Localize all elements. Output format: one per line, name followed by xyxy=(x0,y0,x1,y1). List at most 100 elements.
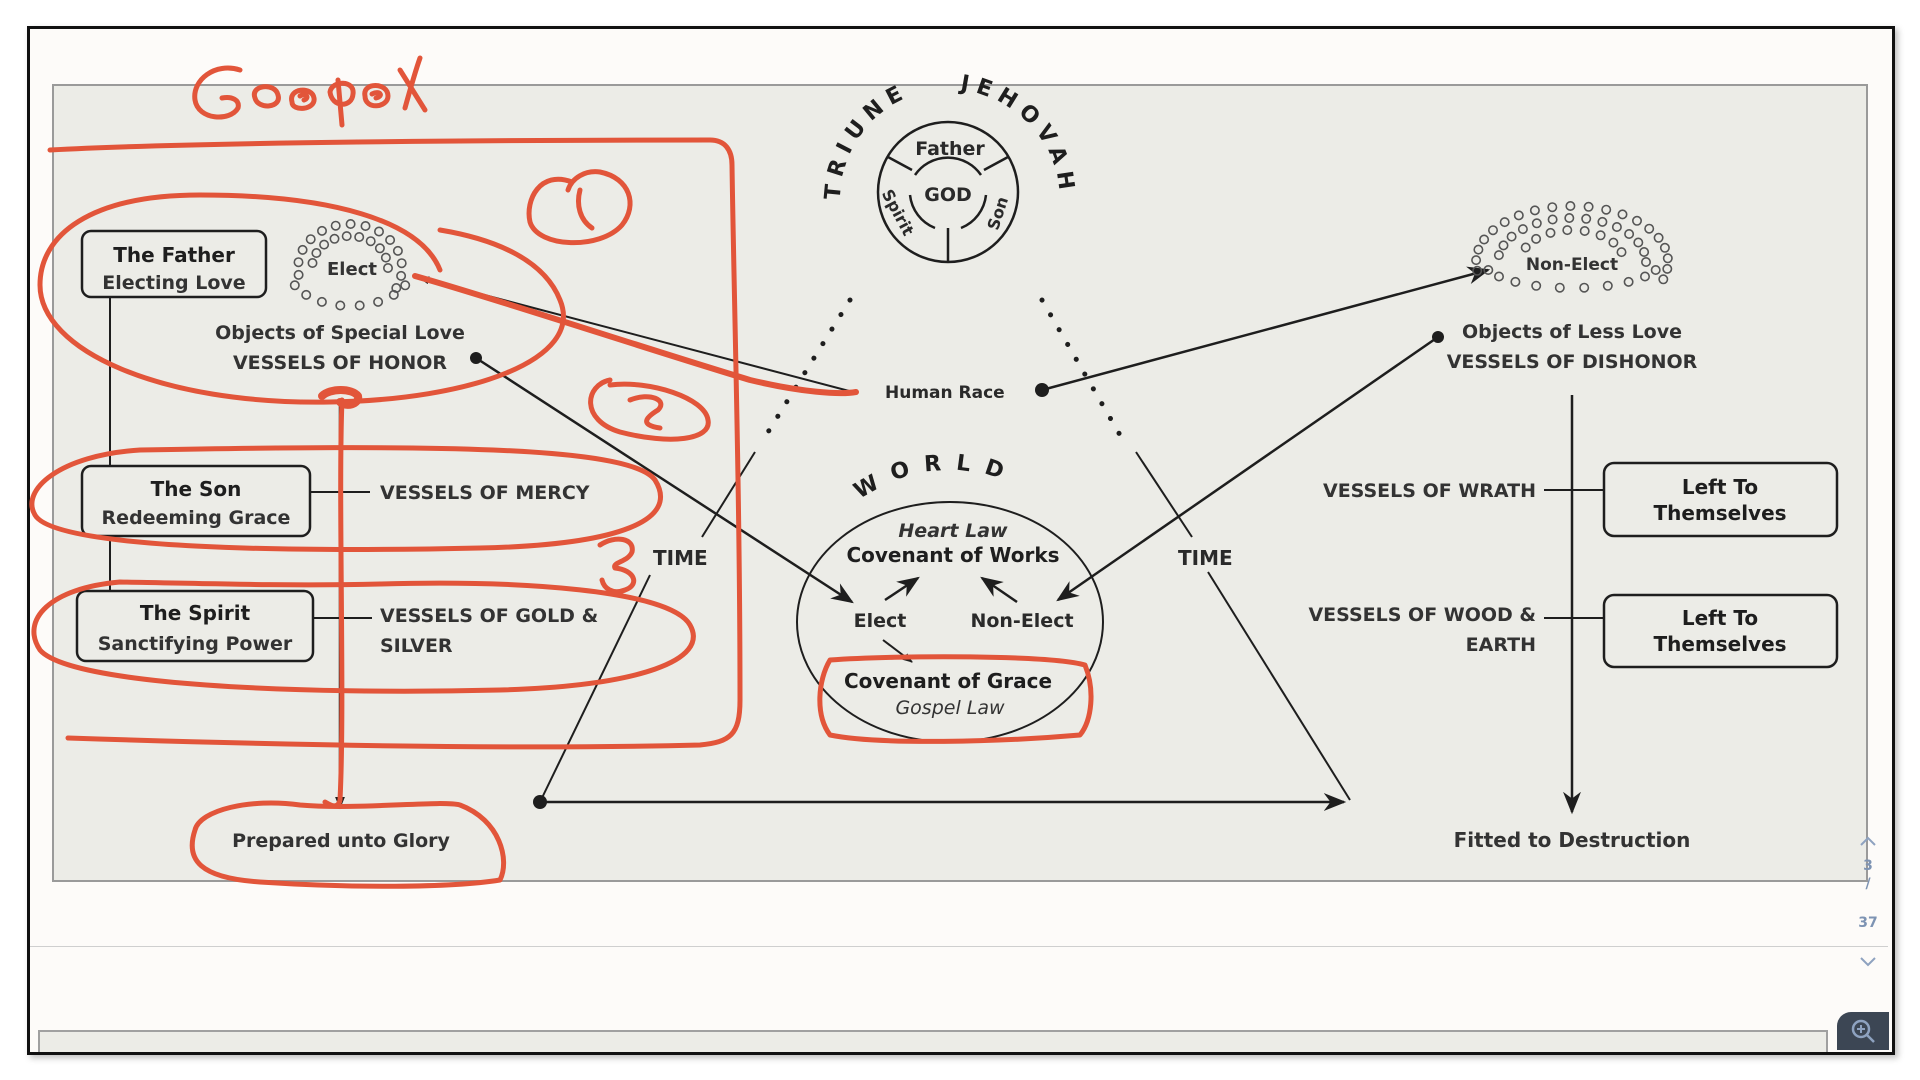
arrow-honor-to-world-elect xyxy=(475,356,854,604)
person-dot xyxy=(1510,276,1521,287)
trinity-inner-arc-right xyxy=(960,194,988,230)
person-dot xyxy=(1611,222,1622,233)
person-dot xyxy=(1579,282,1590,293)
annotation-circle-spirit xyxy=(31,579,696,694)
objects-special-love: Objects of Special Love xyxy=(215,322,465,344)
page-up-button[interactable] xyxy=(1850,835,1886,851)
person-dot xyxy=(1479,234,1490,245)
spirit-box xyxy=(75,589,315,663)
person-dot xyxy=(1640,271,1651,282)
arrow-human-race-to-non-elect xyxy=(1041,266,1491,392)
son-title: The Son xyxy=(151,477,242,501)
non-elect-dot-cluster xyxy=(1471,201,1673,293)
person-dot xyxy=(319,239,330,250)
person-dot xyxy=(1565,201,1576,212)
zoom-button[interactable] xyxy=(1837,1012,1889,1050)
annotation-gospel-bracket xyxy=(47,137,743,750)
person-dot xyxy=(1531,218,1542,229)
person-dot xyxy=(396,270,407,281)
left-box-2-line2: Themselves xyxy=(1653,632,1786,656)
gospel-law: Gospel Law xyxy=(895,697,1005,719)
person-dot xyxy=(335,300,346,311)
zoom-in-icon xyxy=(1851,1019,1875,1043)
person-dot xyxy=(316,225,327,236)
trinity-emblem xyxy=(876,120,1020,264)
left-box-1-line1: Left To xyxy=(1682,475,1758,499)
vessels-of-dishonor: VESSELS OF DISHONOR xyxy=(1447,351,1698,373)
page-down-button[interactable] xyxy=(1850,955,1886,971)
person-dot xyxy=(1633,237,1644,248)
person-dot xyxy=(354,232,365,243)
person-dot xyxy=(1641,256,1652,267)
vessels-of-mercy: VESSELS OF MERCY xyxy=(380,482,590,504)
annotation-circle-glory xyxy=(189,800,507,889)
vessels-wood-line2: EARTH xyxy=(1466,634,1536,656)
person-dot xyxy=(374,243,385,254)
annotation-marker-2 xyxy=(588,377,711,442)
person-dot xyxy=(1659,242,1670,253)
person-dot xyxy=(1493,250,1504,261)
person-dot xyxy=(1506,231,1517,242)
trinity-father: Father xyxy=(915,138,985,160)
person-dot xyxy=(293,269,304,280)
page-current: 3 xyxy=(1863,858,1873,874)
chevron-up-icon xyxy=(1860,836,1876,846)
annotation-marker-1 xyxy=(526,169,633,246)
time-label-left: TIME xyxy=(653,546,708,570)
person-dot xyxy=(329,233,340,244)
person-dot xyxy=(1520,242,1531,253)
annotation-blob-top xyxy=(318,386,363,409)
covenant-of-grace: Covenant of Grace xyxy=(844,669,1052,693)
person-dot xyxy=(1547,202,1558,213)
person-dot xyxy=(1644,223,1655,234)
elect-dot-cluster xyxy=(289,219,411,311)
arrow-dishonor-to-world-non-elect xyxy=(1056,335,1439,602)
son-box xyxy=(80,464,312,538)
person-dot xyxy=(307,257,318,268)
person-dot xyxy=(1583,201,1594,212)
person-dot xyxy=(1547,214,1558,225)
time-label-right: TIME xyxy=(1178,546,1233,570)
person-dot xyxy=(330,220,341,231)
world-elect: Elect xyxy=(854,610,907,632)
trinity-god: GOD xyxy=(924,184,972,206)
time-line-left-upper xyxy=(701,451,756,538)
person-dot xyxy=(1554,282,1565,293)
person-dot xyxy=(301,289,312,300)
person-dot xyxy=(1597,216,1608,227)
person-dot xyxy=(345,219,356,230)
annotation-marker-2-glyph xyxy=(627,394,664,431)
person-dot xyxy=(1662,263,1673,274)
chevron-down-icon xyxy=(1860,957,1876,967)
person-dot xyxy=(1658,274,1669,285)
person-dot xyxy=(1483,264,1494,275)
elect-cluster-label: Elect xyxy=(327,259,377,280)
person-dot xyxy=(373,226,384,237)
person-dot xyxy=(1471,255,1482,266)
vessels-gold-line1: VESSELS OF GOLD & xyxy=(380,605,598,627)
left-box-1-line2: Themselves xyxy=(1653,501,1786,525)
person-dot xyxy=(360,221,371,232)
person-dot xyxy=(1623,276,1634,287)
annotation-circle-son xyxy=(29,445,663,552)
father-title: The Father xyxy=(113,243,235,267)
son-subtitle: Redeeming Grace xyxy=(102,507,291,529)
person-dot xyxy=(1494,271,1505,282)
dotted-line-right xyxy=(1039,297,1123,438)
objects-less-love: Objects of Less Love xyxy=(1462,321,1682,343)
person-dot xyxy=(1595,230,1606,241)
person-dot xyxy=(341,231,352,242)
trinity-inner-arc-top xyxy=(913,156,983,176)
trinity-spoke-left xyxy=(887,155,913,172)
person-dot xyxy=(1653,232,1664,243)
annotation-circle-father xyxy=(37,192,566,405)
person-dot xyxy=(1473,244,1484,255)
next-slide-preview[interactable] xyxy=(38,1030,1828,1052)
person-dot xyxy=(1513,210,1524,221)
annotation-gospel-word xyxy=(192,55,428,128)
time-line-right-upper xyxy=(1135,451,1193,538)
annotation-marker-3 xyxy=(597,536,637,595)
dotted-line-left xyxy=(757,297,853,448)
person-dot xyxy=(1579,226,1590,237)
father-box xyxy=(80,229,268,299)
